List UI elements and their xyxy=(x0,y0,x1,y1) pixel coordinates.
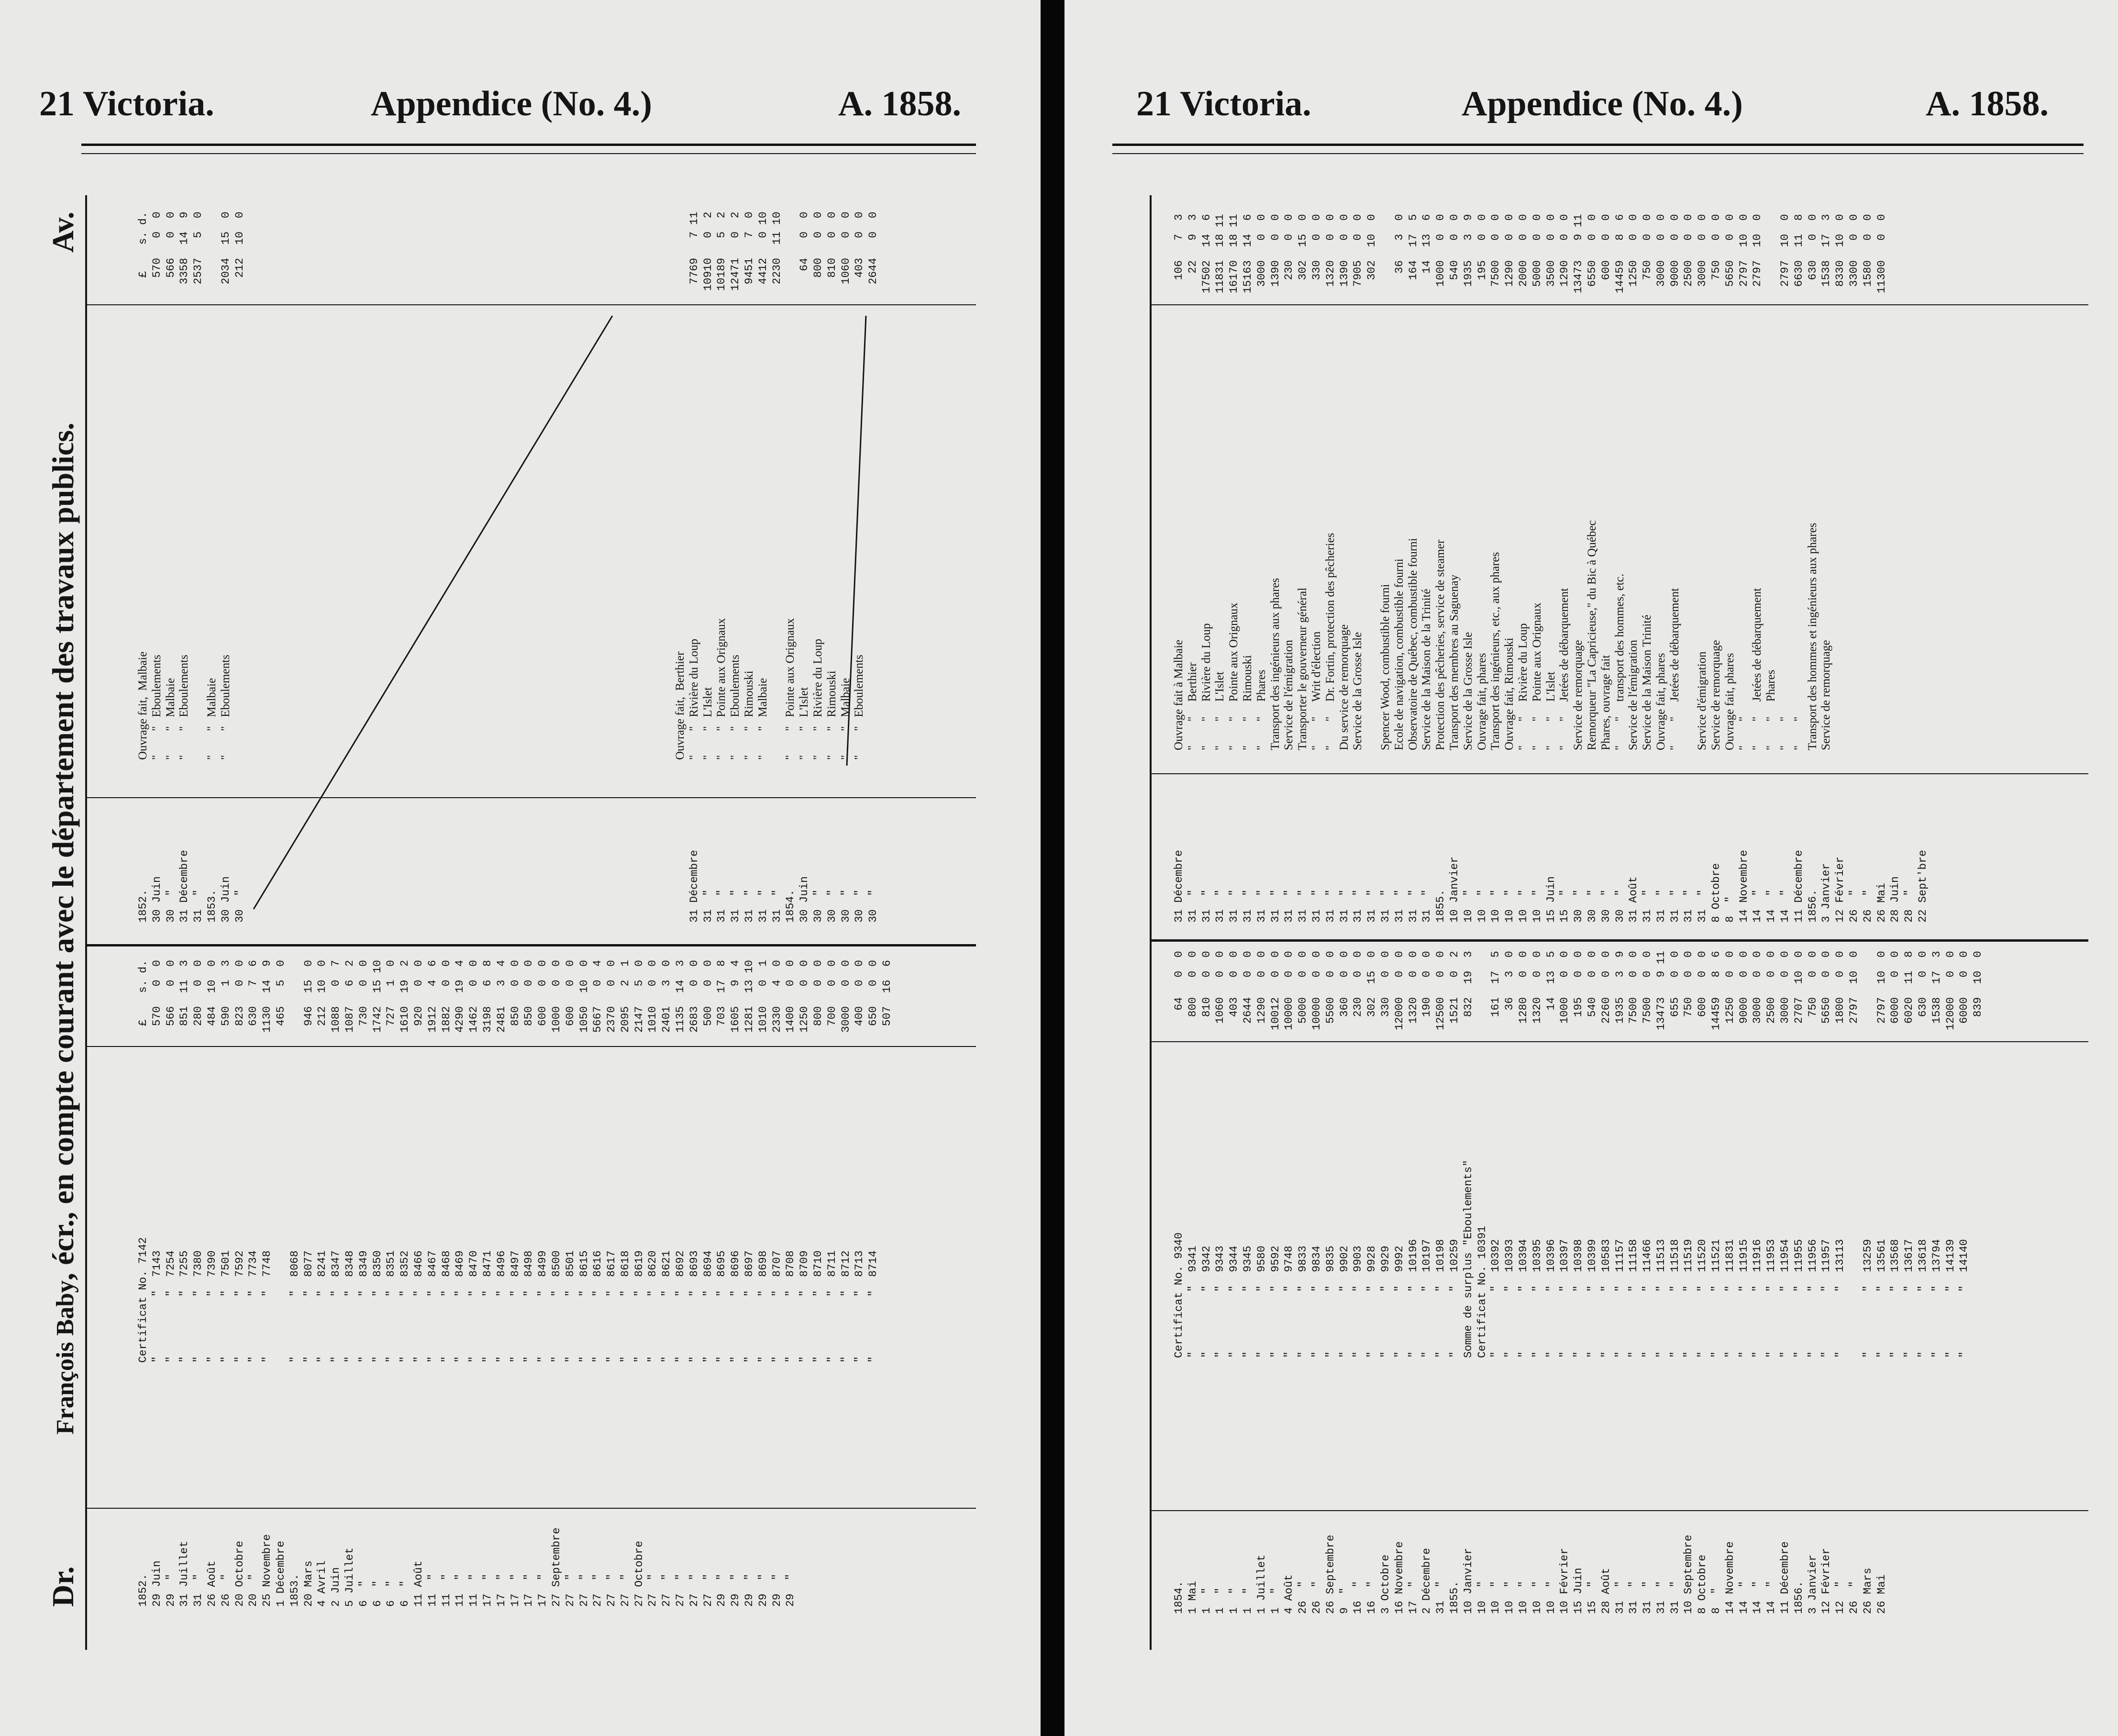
credit-dates: 31 Décembre 31 " 31 " 31 " 31 " 31 " 31 … xyxy=(1173,850,1929,923)
dr-av-divider xyxy=(1151,939,2088,942)
header-rule xyxy=(1112,144,2084,146)
cancel-line-2 xyxy=(846,315,867,766)
debit-dates: 1854. 1 Mai 1 " 1 " 1 " 1 " 1 Juillet 1 … xyxy=(1173,1535,1888,1614)
left-page: 21 Victoria. Appendice (No. 4.) A. 1858.… xyxy=(0,0,1041,1736)
credit-amounts: 106 7 3 22 9 3 17502 14 6 11831 18 11 16… xyxy=(1173,214,1888,293)
header-rule xyxy=(81,144,976,146)
header-rule-thin xyxy=(1112,153,2084,154)
header-rule-thin xyxy=(81,153,976,154)
header-center: Appendice (No. 4.) xyxy=(371,84,652,123)
ledger-outer-rule xyxy=(1150,195,1152,1650)
av-date-rule xyxy=(1151,773,2088,774)
dr-amount-rule xyxy=(1151,1041,2088,1042)
debit-amounts: 64 0 0 800 0 0 810 0 0 1060 0 0 403 0 0 … xyxy=(1173,951,1985,1030)
right-page: 21 Victoria. Appendice (No. 4.) A. 1858.… xyxy=(1065,0,2118,1736)
cancel-line-1 xyxy=(253,315,613,910)
debit-certificats: Certificat No. 9340 " " 9341 " " 9342 " … xyxy=(1173,1159,1971,1358)
binding-gutter xyxy=(1041,0,1065,1736)
cancel-lines xyxy=(253,315,867,910)
header-left: 21 Victoria. xyxy=(39,84,214,123)
credit-descriptions: Ouvrage fait à Malbaie " " Berthier " " … xyxy=(1172,520,1833,750)
av-amount-rule xyxy=(1151,304,2088,305)
dr-date-rule xyxy=(1151,1510,2088,1511)
header-center: Appendice (No. 4.) xyxy=(1462,84,1743,123)
header-right: A. 1858. xyxy=(1926,84,2049,123)
header-right: A. 1858. xyxy=(838,84,961,123)
header-left: 21 Victoria. xyxy=(1136,84,1311,123)
